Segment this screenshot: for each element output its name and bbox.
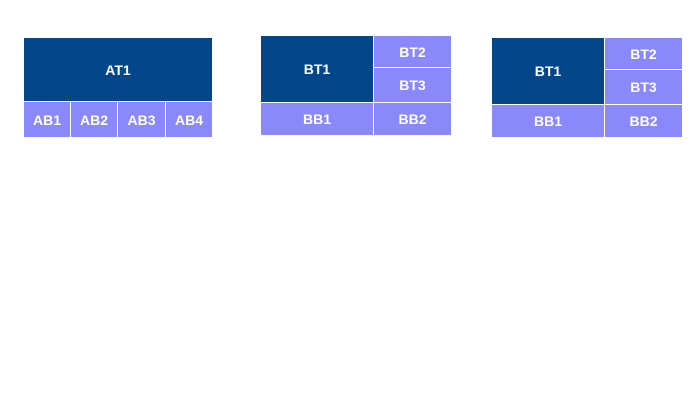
cell-bt1: BT1 [492,38,605,105]
group-a-block: AT1 AB1 AB2 AB3 AB4 [24,38,213,138]
group-c-block: BT1 BT2 BT3 BB1 BB2 [492,38,683,138]
cell-bt1: BT1 [261,36,374,103]
cell-bt3: BT3 [605,70,683,105]
cell-bt2: BT2 [374,36,452,68]
cell-ab2: AB2 [71,102,118,138]
cell-ab4: AB4 [166,102,213,138]
cell-bt2: BT2 [605,38,683,70]
cell-bt3: BT3 [374,68,452,103]
cell-bb2: BB2 [374,103,452,136]
cell-bb1: BB1 [492,105,605,138]
cell-bb1: BB1 [261,103,374,136]
cell-ab1: AB1 [24,102,71,138]
group-b-block: BT1 BT2 BT3 BB1 BB2 [261,36,452,136]
cell-ab3: AB3 [118,102,166,138]
cell-at1: AT1 [24,38,213,102]
cell-bb2: BB2 [605,105,683,138]
